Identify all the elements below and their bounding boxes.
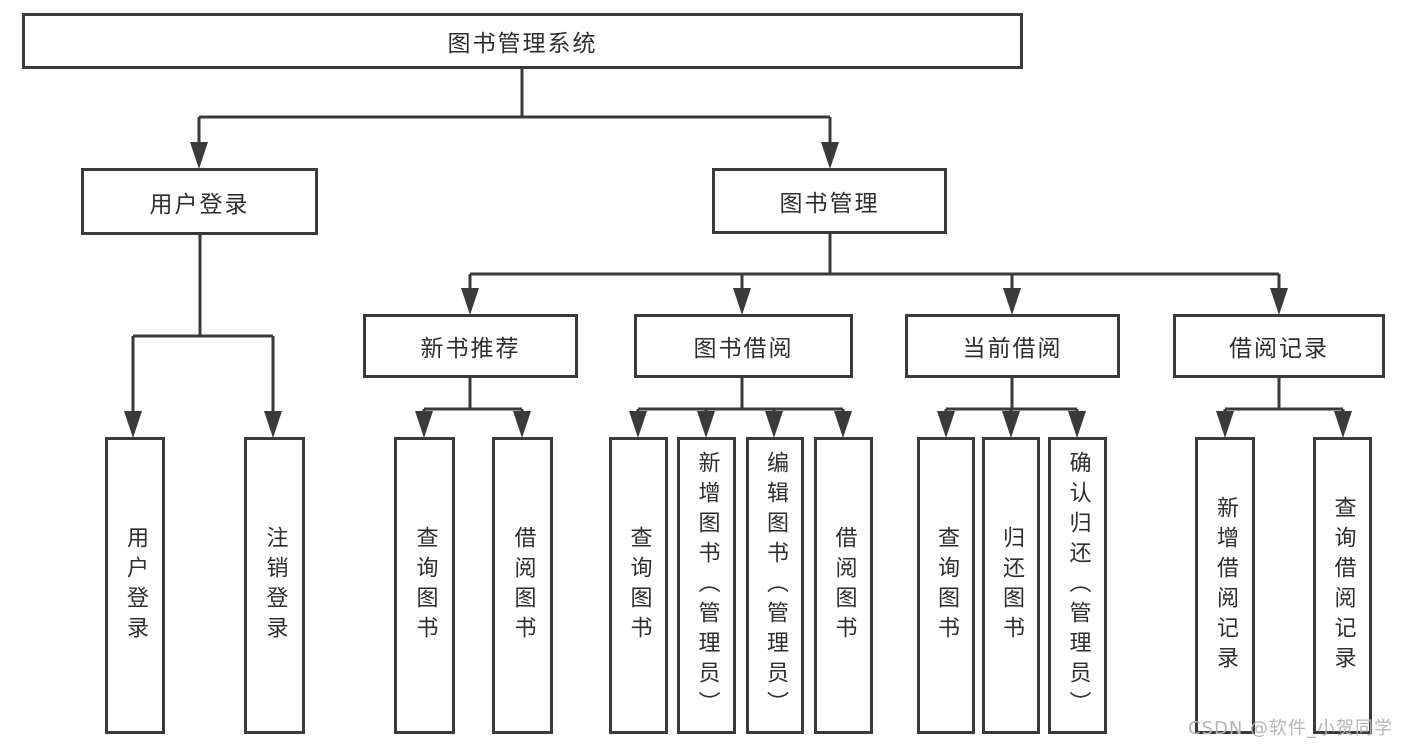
leaf-add-borrow-record: 新增借阅记录 [1195, 437, 1255, 734]
leaf-query-books-recommend: 查询图书 [394, 437, 455, 734]
leaf-add-books-admin: 新增图书（管理员） [677, 437, 736, 734]
node-new-book-recommend: 新书推荐 [363, 314, 578, 378]
leaf-query-borrow-record: 查询借阅记录 [1313, 437, 1372, 734]
leaf-query-books-current: 查询图书 [917, 437, 975, 734]
node-book-management: 图书管理 [712, 168, 947, 234]
leaf-return-books: 归还图书 [982, 437, 1040, 734]
node-borrow-records: 借阅记录 [1173, 314, 1385, 378]
leaf-user-login: 用户登录 [105, 437, 165, 734]
csdn-watermark: CSDN @软件_小贺同学 [1188, 718, 1394, 739]
leaf-logout: 注销登录 [244, 437, 305, 734]
leaf-edit-books-admin: 编辑图书（管理员） [746, 437, 804, 734]
node-library-system-root: 图书管理系统 [22, 13, 1023, 69]
leaf-query-books-borrow: 查询图书 [609, 437, 668, 734]
node-book-borrow: 图书借阅 [634, 314, 853, 378]
leaf-borrow-books: 借阅图书 [814, 437, 873, 734]
leaf-borrow-books-recommend: 借阅图书 [492, 437, 553, 734]
node-current-borrow: 当前借阅 [905, 314, 1120, 378]
node-user-login: 用户登录 [81, 168, 318, 235]
leaf-confirm-return-admin: 确认归还（管理员） [1048, 437, 1107, 734]
